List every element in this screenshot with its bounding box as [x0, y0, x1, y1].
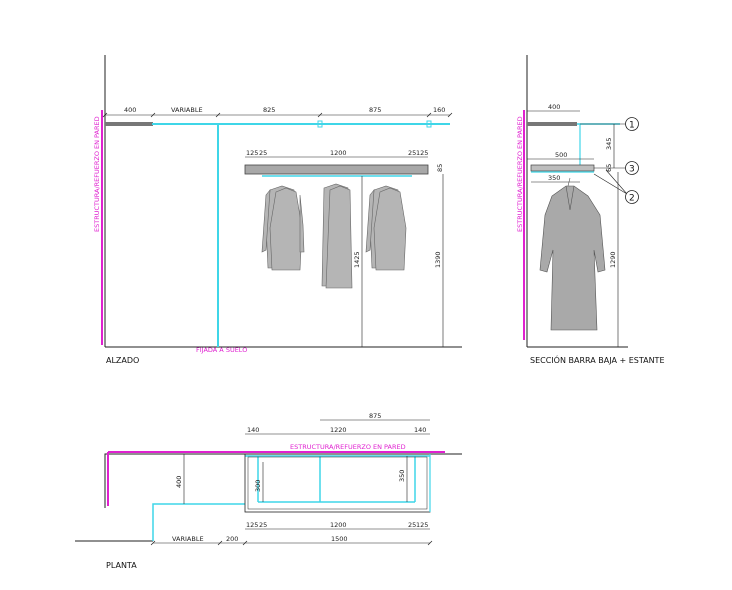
planta-base-variable: VARIABLE — [172, 535, 204, 543]
callout-1 — [625, 117, 639, 131]
seccion-title: SECCIÓN BARRA BAJA + ESTANTE — [530, 354, 665, 365]
alzado-shelf — [244, 164, 429, 175]
seccion-dim-500: 500 — [555, 151, 567, 159]
alzado-bar-dim-1200: 1200 — [330, 149, 347, 157]
alzado-wall-label: ESTRUCTURA/REFUERZO EN PARED — [93, 116, 101, 232]
alzado-garments-right — [365, 185, 407, 271]
alzado-vdim-1425: 1425 — [353, 251, 361, 268]
alzado-garments-left — [261, 185, 305, 271]
planta-dim-1220: 1220 — [330, 426, 347, 434]
planta-bdim-25a: 25 — [259, 521, 267, 529]
seccion-top-bracket — [527, 122, 577, 126]
alzado-bar-height-dim: 85 — [436, 164, 444, 172]
seccion-wall-label: ESTRUCTURA/REFUERZO EN PARED — [516, 116, 524, 232]
seccion-garment — [539, 177, 606, 331]
alzado-bar-dim-125b: 125 — [416, 149, 428, 157]
alzado-rail-joint — [317, 120, 323, 128]
alzado-vdim-1390: 1390 — [434, 251, 442, 268]
alzado-dim-variable: VARIABLE — [171, 106, 203, 114]
planta-cyan-left — [152, 503, 245, 541]
planta-view: 875 140 1220 140 ESTRUCTURA/REFUERZO EN … — [75, 412, 462, 570]
planta-base-200: 200 — [226, 535, 238, 543]
planta-dim-300: 300 — [254, 480, 262, 492]
alzado-garments-center — [321, 183, 353, 289]
planta-bdim-1200: 1200 — [330, 521, 347, 529]
seccion-dim-400: 400 — [548, 103, 560, 111]
planta-dim-140a: 140 — [247, 426, 259, 434]
alzado-bar-dim-25b: 25 — [408, 149, 416, 157]
alzado-dim-160: 160 — [433, 106, 445, 114]
alzado-dim-400: 400 — [124, 106, 136, 114]
planta-bdim-125a: 125 — [246, 521, 258, 529]
callout-3 — [625, 161, 639, 175]
seccion-view: ESTRUCTURA/REFUERZO EN PARED 400 500 350… — [516, 55, 665, 365]
alzado-dim-875: 875 — [369, 106, 381, 114]
alzado-rail-joint — [426, 120, 432, 128]
alzado-bar-dim-125a: 125 — [246, 149, 258, 157]
planta-title: PLANTA — [106, 561, 137, 570]
planta-shelf — [244, 453, 431, 513]
planta-dim-140b: 140 — [414, 426, 426, 434]
alzado-view: ESTRUCTURA/REFUERZO EN PARED FIJADA A SU… — [93, 55, 462, 365]
seccion-shelf — [530, 164, 595, 172]
planta-dim-875: 875 — [369, 412, 381, 420]
alzado-dim-825: 825 — [263, 106, 275, 114]
alzado-wall-bracket — [105, 122, 153, 126]
planta-wall-label: ESTRUCTURA/REFUERZO EN PARED — [290, 443, 406, 451]
alzado-title: ALZADO — [106, 356, 139, 365]
callout-2 — [625, 190, 639, 204]
planta-base-1500: 1500 — [331, 535, 348, 543]
callout-2-label: 2 — [629, 194, 635, 204]
seccion-dim-1290: 1290 — [609, 251, 617, 268]
planta-dim-400: 400 — [175, 476, 183, 488]
planta-dim-350: 350 — [398, 470, 406, 482]
planta-bdim-125b: 125 — [416, 521, 428, 529]
seccion-dim-345: 345 — [605, 138, 613, 150]
seccion-dim-350: 350 — [548, 174, 560, 182]
planta-bdim-25b: 25 — [408, 521, 416, 529]
alzado-bar-dim-25a: 25 — [259, 149, 267, 157]
callout-3-label: 3 — [629, 165, 635, 175]
callout-1-label: 1 — [629, 121, 635, 131]
alzado-floor-label: FIJADA A SUELO — [196, 346, 247, 354]
planta-wall-outline — [104, 453, 462, 508]
